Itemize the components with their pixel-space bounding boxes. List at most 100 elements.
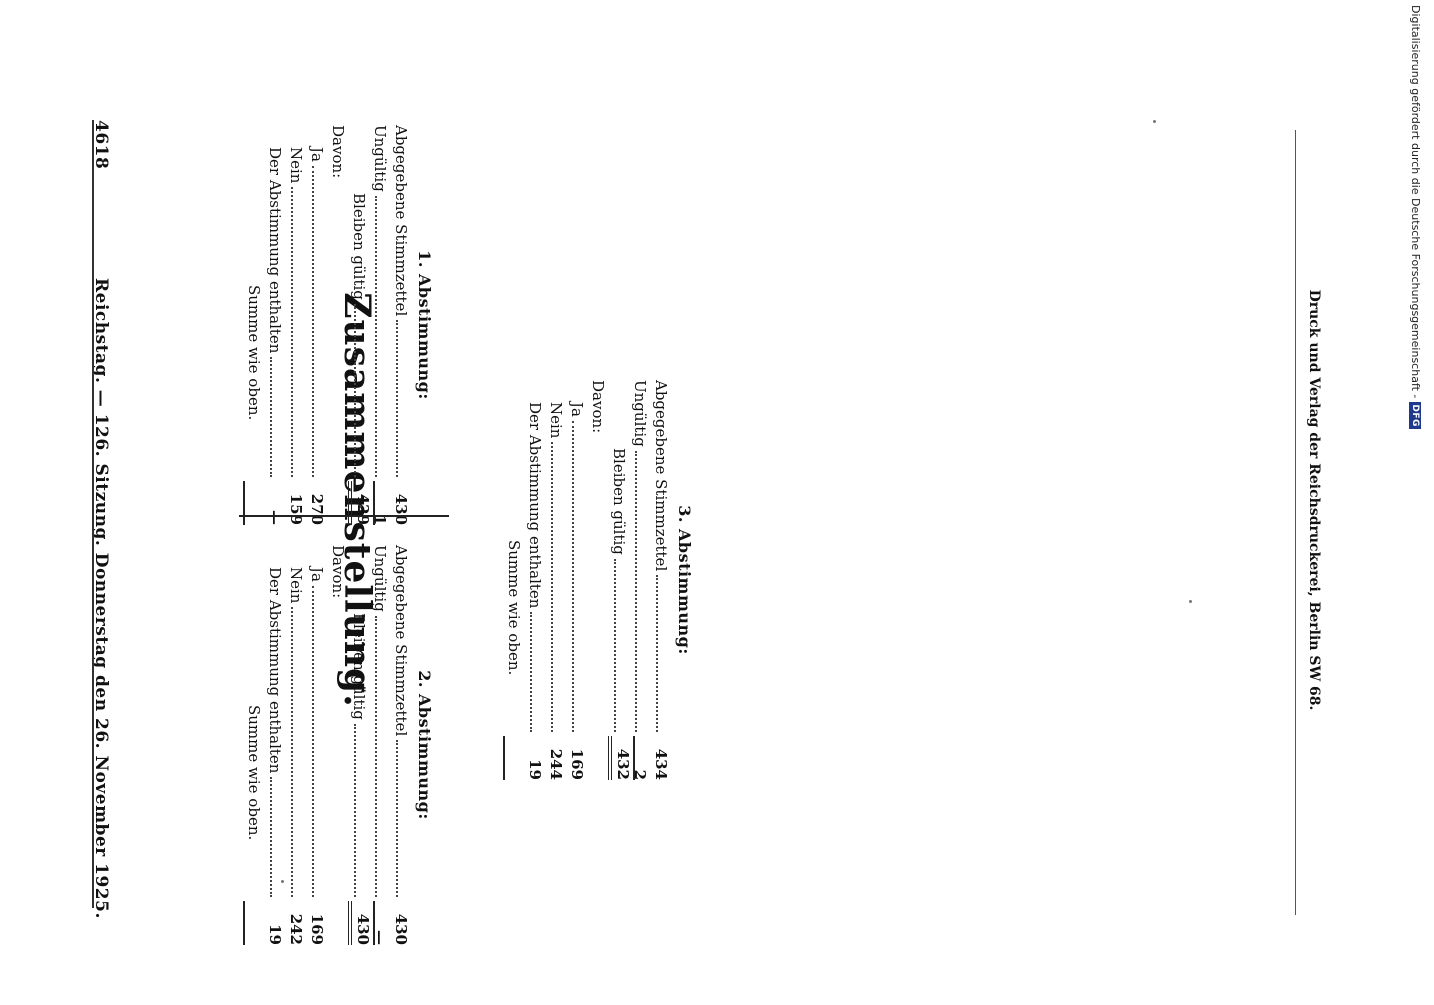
dot-leader xyxy=(396,740,398,897)
row-davon: Davon: xyxy=(327,125,348,525)
value-ja: 169 xyxy=(308,913,326,945)
label-davon: Davon: xyxy=(329,545,347,599)
dot-leader xyxy=(375,195,377,477)
value-gueltig: 429 xyxy=(348,481,375,525)
page-number: 4618 xyxy=(91,120,111,170)
value-gueltig: 432 xyxy=(608,736,635,780)
row-ja: Ja 270 xyxy=(306,125,327,525)
column-divider xyxy=(239,515,449,517)
dot-leader xyxy=(312,165,314,477)
dot-leader xyxy=(354,723,356,897)
label-summe: Summe wie oben. xyxy=(245,285,263,421)
footer-rule xyxy=(1295,130,1296,915)
value-abgegeben: 434 xyxy=(652,748,670,780)
label-davon: Davon: xyxy=(589,380,607,434)
vote-block-3: 3. Abstimmung: Abgegebene Stimmzettel 43… xyxy=(503,380,694,780)
row-summe: Summe wie oben. xyxy=(243,125,264,525)
row-ja: Ja 169 xyxy=(306,545,327,945)
running-head: Reichstag. — 126. Sitzung. Donnerstag de… xyxy=(91,278,111,919)
scan-speck xyxy=(1153,120,1156,123)
label-enthalten: Der Abstimmung enthalten xyxy=(266,567,284,774)
row-abgegeben: Abgegebene Stimmzettel 430 xyxy=(390,545,411,945)
label-ungueltig: Ungültig xyxy=(371,545,389,612)
row-summe: Summe wie oben. xyxy=(243,545,264,945)
vote-block-2: 2. Abstimmung: Abgegebene Stimmzettel 43… xyxy=(243,545,434,945)
row-davon: Davon: xyxy=(327,545,348,945)
digitization-note: Digitalisierung gefördert durch die Deut… xyxy=(1409,5,1422,1005)
dot-leader xyxy=(396,320,398,477)
value-nein: 242 xyxy=(287,913,305,945)
dot-leader xyxy=(375,615,377,897)
dot-leader xyxy=(635,450,637,732)
dot-leader xyxy=(530,612,532,732)
row-nein: Nein 159 xyxy=(285,125,306,525)
header-rule xyxy=(92,120,94,908)
label-abgegeben: Abgegebene Stimmzettel xyxy=(392,545,410,737)
dot-leader xyxy=(270,777,272,897)
row-nein: Nein 242 xyxy=(285,545,306,945)
summe-line xyxy=(243,901,245,945)
row-enthalten: Der Abstimmung enthalten 19 xyxy=(524,380,545,780)
summe-line xyxy=(503,736,505,780)
row-gueltig: Bleiben gültig 430 xyxy=(348,545,375,945)
label-ja: Ja xyxy=(308,147,326,162)
label-enthalten: Der Abstimmung enthalten xyxy=(266,147,284,354)
vote-title: 3. Abstimmung: xyxy=(675,505,694,655)
row-ungueltig: Ungültig 1 xyxy=(369,125,390,525)
dot-leader xyxy=(572,420,574,732)
dot-leader xyxy=(614,558,616,732)
label-davon: Davon: xyxy=(329,125,347,179)
dfg-logo-icon: DFG xyxy=(1409,402,1422,429)
dot-leader xyxy=(656,575,658,732)
value-abgegeben: 430 xyxy=(392,493,410,525)
row-enthalten: Der Abstimmung enthalten 19 xyxy=(264,545,285,945)
label-ungueltig: Ungültig xyxy=(371,125,389,192)
dot-leader xyxy=(312,585,314,897)
value-nein: 159 xyxy=(287,493,305,525)
label-ungueltig: Ungültig xyxy=(631,380,649,447)
label-enthalten: Der Abstimmung enthalten xyxy=(526,402,544,609)
row-ungueltig: Ungültig — xyxy=(369,545,390,945)
value-gueltig: 430 xyxy=(348,901,375,945)
summe-line xyxy=(243,481,245,525)
label-summe: Summe wie oben. xyxy=(505,540,523,676)
value-ja: 169 xyxy=(568,748,586,780)
dot-leader xyxy=(270,357,272,477)
value-ja: 270 xyxy=(308,493,326,525)
value-enthalten: — xyxy=(266,510,284,525)
label-ja: Ja xyxy=(308,567,326,582)
scan-speck xyxy=(281,880,284,883)
imprint: Druck und Verlag der Reichsdruckerei, Be… xyxy=(1306,289,1322,711)
value-abgegeben: 430 xyxy=(392,913,410,945)
vote-title: 2. Abstimmung: xyxy=(415,670,434,820)
label-gueltig: Bleiben gültig xyxy=(610,448,628,555)
value-nein: 244 xyxy=(547,748,565,780)
dot-leader xyxy=(551,442,553,732)
row-nein: Nein 244 xyxy=(545,380,566,780)
label-ja: Ja xyxy=(568,402,586,417)
dot-leader xyxy=(291,187,293,477)
row-gueltig: Bleiben gültig 432 xyxy=(608,380,635,780)
value-enthalten: 19 xyxy=(266,924,284,945)
label-abgegeben: Abgegebene Stimmzettel xyxy=(652,380,670,572)
row-ja: Ja 169 xyxy=(566,380,587,780)
label-abgegeben: Abgegebene Stimmzettel xyxy=(392,125,410,317)
vote-block-1: 1. Abstimmung: Abgegebene Stimmzettel 43… xyxy=(243,125,434,525)
row-abgegeben: Abgegebene Stimmzettel 434 xyxy=(650,380,671,780)
value-enthalten: 19 xyxy=(526,759,544,780)
row-abgegeben: Abgegebene Stimmzettel 430 xyxy=(390,125,411,525)
label-gueltig: Bleiben gültig xyxy=(350,193,368,300)
vote-title: 1. Abstimmung: xyxy=(415,250,434,400)
label-gueltig: Bleiben gültig xyxy=(350,613,368,720)
row-ungueltig: Ungültig 2 xyxy=(629,380,650,780)
label-nein: Nein xyxy=(287,147,305,184)
dot-leader xyxy=(291,607,293,897)
row-enthalten: Der Abstimmung enthalten — xyxy=(264,125,285,525)
label-nein: Nein xyxy=(547,402,565,439)
row-davon: Davon: xyxy=(587,380,608,780)
label-summe: Summe wie oben. xyxy=(245,705,263,841)
dot-leader xyxy=(354,303,356,477)
row-summe: Summe wie oben. xyxy=(503,380,524,780)
scan-speck xyxy=(1189,600,1192,603)
